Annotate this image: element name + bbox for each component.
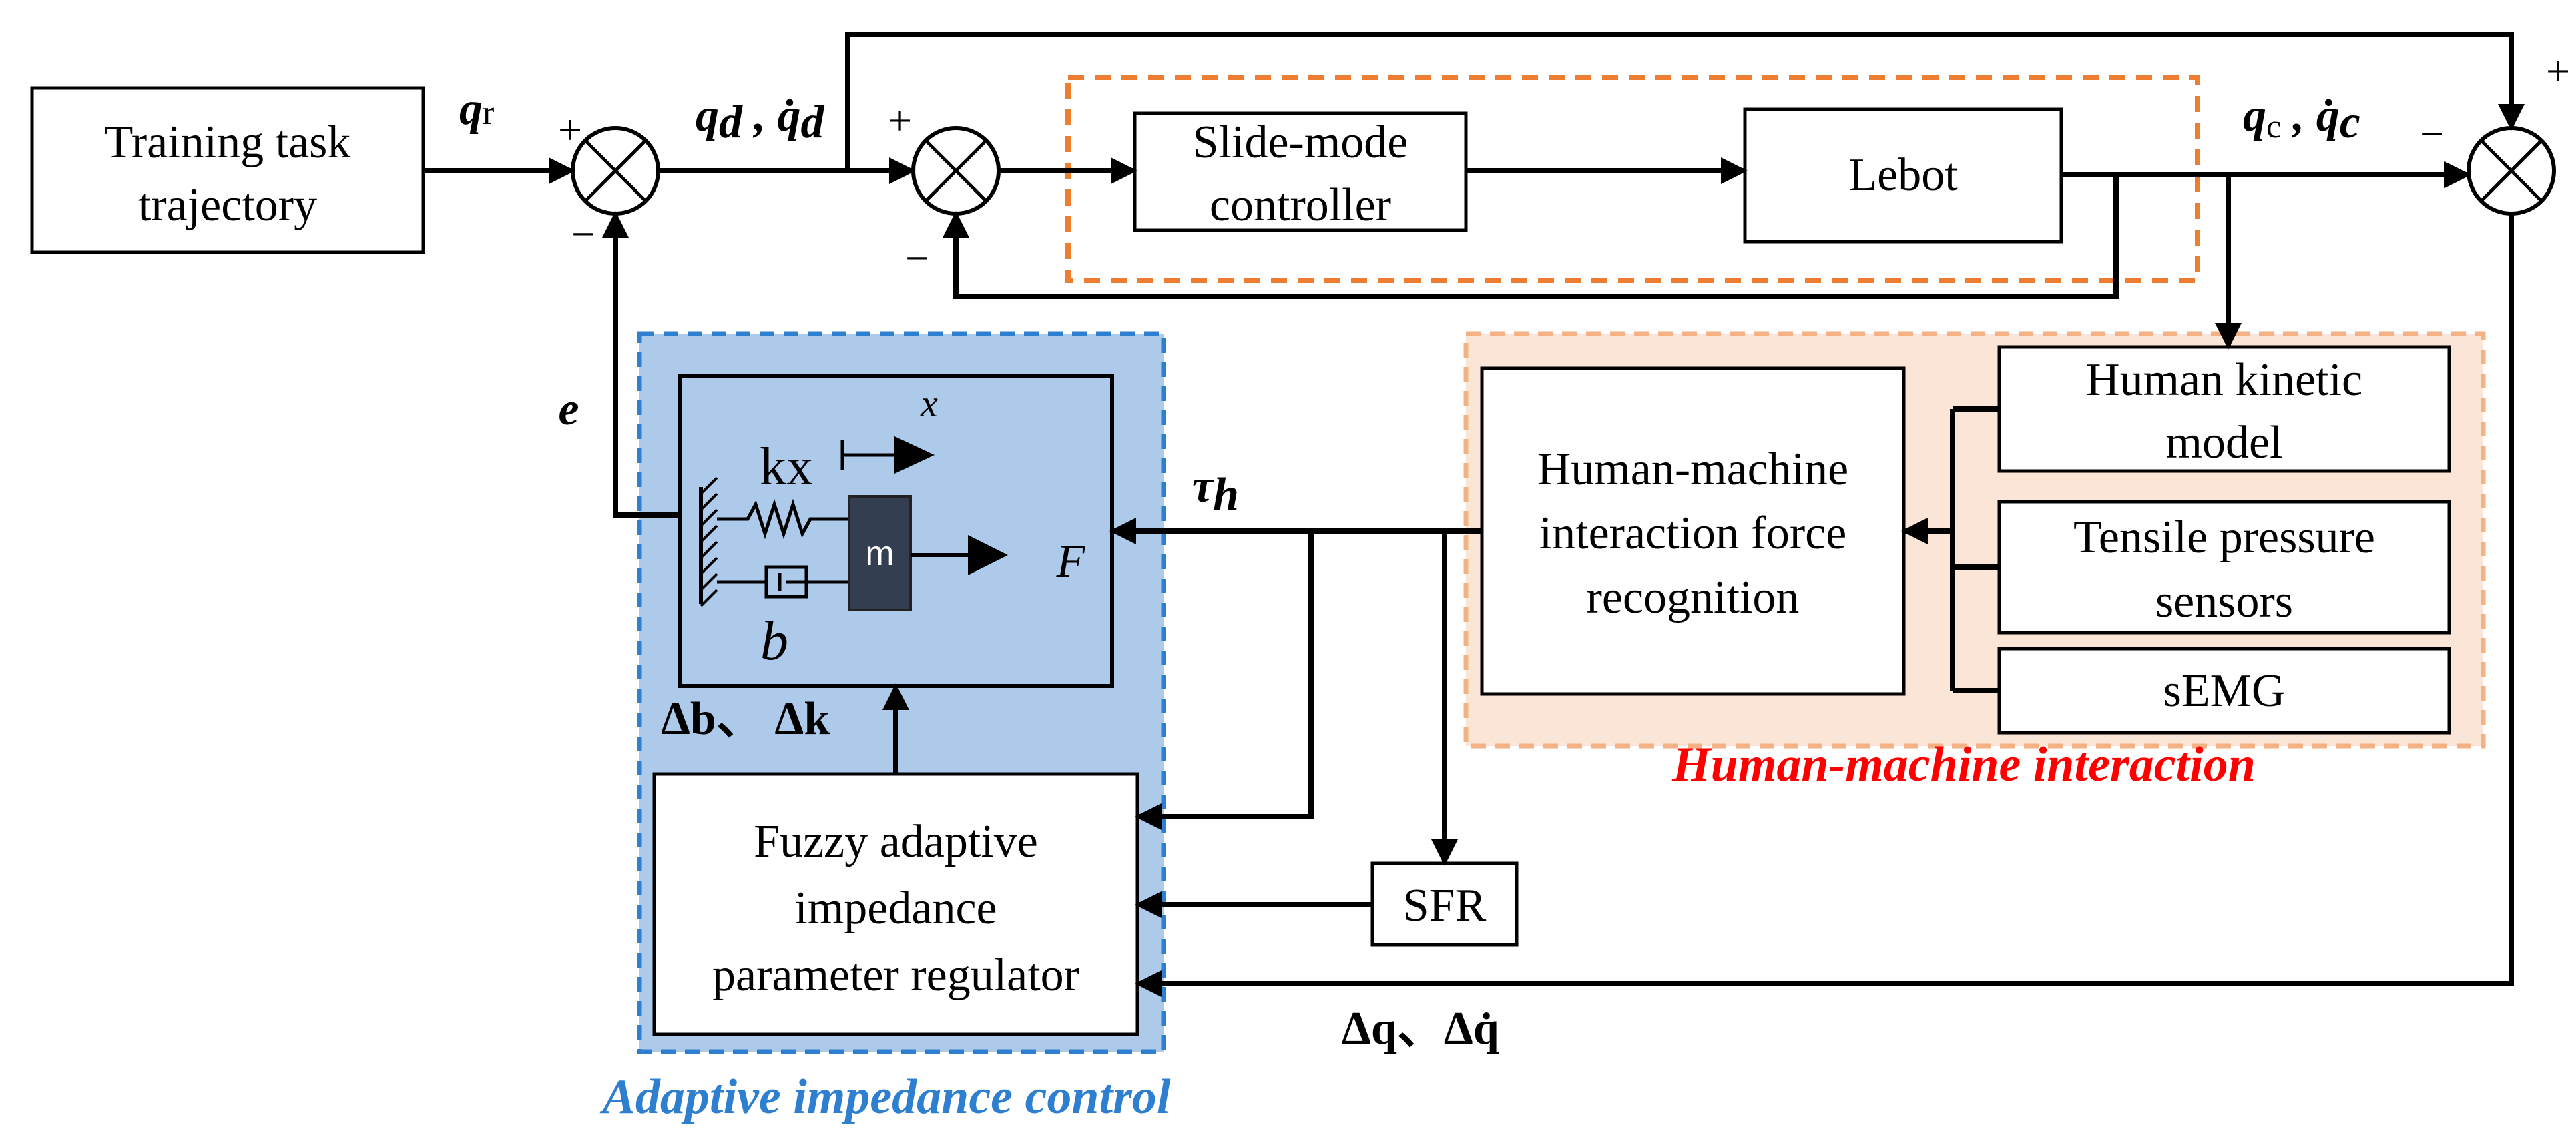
human-kinetic-model-block: Human kinetic model (1997, 345, 2451, 473)
training-label-line1: Training task (105, 117, 351, 168)
fuzzy-label-line2: impedance (794, 883, 997, 934)
lebot-block: Lebot (1743, 107, 2063, 244)
line-qd-feedforward (845, 32, 2525, 171)
training-label-line2: trajectory (138, 179, 317, 231)
signal-qd: qd , q̇d (696, 90, 825, 148)
lebot-label: Lebot (1848, 149, 1958, 201)
controller-region (1065, 75, 2200, 283)
sj1-minus: − (571, 210, 595, 258)
signal-lines (423, 32, 2525, 997)
signal-tau: τh (1192, 461, 1239, 520)
wall-hatch (700, 476, 718, 607)
semg-label: sEMG (2163, 665, 2286, 717)
force-recognition-line1: Human-machine (1537, 444, 1848, 495)
damper (717, 565, 849, 599)
displacement-x-label: x (920, 382, 938, 425)
signal-delta-q: Δq、Δq̇ (1342, 1003, 1499, 1054)
mass-block (848, 495, 912, 611)
tensile-label-line2: sensors (2155, 576, 2293, 627)
force-recognition-block: Human-machine interaction force recognit… (1480, 366, 1906, 696)
summing-junction-3 (2467, 126, 2556, 216)
fuzzy-label-line1: Fuzzy adaptive (754, 816, 1038, 867)
training-task-trajectory-block: Training task trajectory (30, 86, 425, 254)
signal-delta-bk: Δb、 Δk (661, 693, 830, 745)
sfr-label: SFR (1403, 880, 1487, 931)
sj2-minus: − (905, 234, 929, 282)
tensile-label-line1: Tensile pressure (2073, 512, 2375, 563)
summing-junction-1 (571, 126, 660, 216)
sfr-block: SFR (1370, 861, 1519, 947)
line-tau-to-fuzzy (1135, 531, 1314, 830)
sj3-plus: + (2546, 47, 2570, 95)
line-e (602, 211, 680, 518)
line-inner-feedback (943, 175, 2119, 299)
fuzzy-label-line3: parameter regulator (712, 949, 1079, 1001)
slide-mode-controller-block: Slide-mode controller (1133, 111, 1468, 232)
signal-qr: qr (459, 83, 494, 135)
mass-force-arrowhead (968, 535, 1008, 575)
sj3-minus: − (2420, 110, 2444, 157)
impedance-model-box: m x kx b F (678, 374, 1114, 688)
signal-e: e (558, 384, 579, 435)
fuzzy-regulator-block: Fuzzy adaptive impedance parameter regul… (652, 772, 1139, 1036)
summing-junction-2 (911, 126, 1001, 216)
spring (717, 498, 849, 540)
force-recognition-line3: recognition (1587, 572, 1800, 623)
mass-label: m (865, 534, 894, 573)
adaptive-impedance-caption: Adaptive impedance control (600, 1070, 1171, 1124)
sj2-plus: + (888, 97, 912, 144)
spring-kx-label: kx (760, 438, 813, 496)
slide-mode-label-line2: controller (1210, 179, 1391, 231)
signal-qc: qc , q̇c (2243, 90, 2360, 148)
kinetic-label-line2: model (2166, 417, 2283, 468)
semg-block: sEMG (1997, 647, 2451, 735)
force-recognition-line2: interaction force (1539, 508, 1847, 559)
slide-mode-label-line1: Slide-mode (1193, 117, 1408, 168)
human-machine-interaction-caption: Human-machine interaction (1671, 737, 2256, 792)
kinetic-label-line1: Human kinetic (2086, 354, 2362, 406)
sj1-plus: + (558, 106, 582, 153)
force-F-label: F (1056, 536, 1086, 587)
damper-b-label: b (760, 610, 788, 672)
tensile-pressure-sensors-block: Tensile pressure sensors (1997, 500, 2451, 635)
displacement-arrowhead (894, 436, 935, 474)
line-delta-q (1135, 214, 2514, 997)
